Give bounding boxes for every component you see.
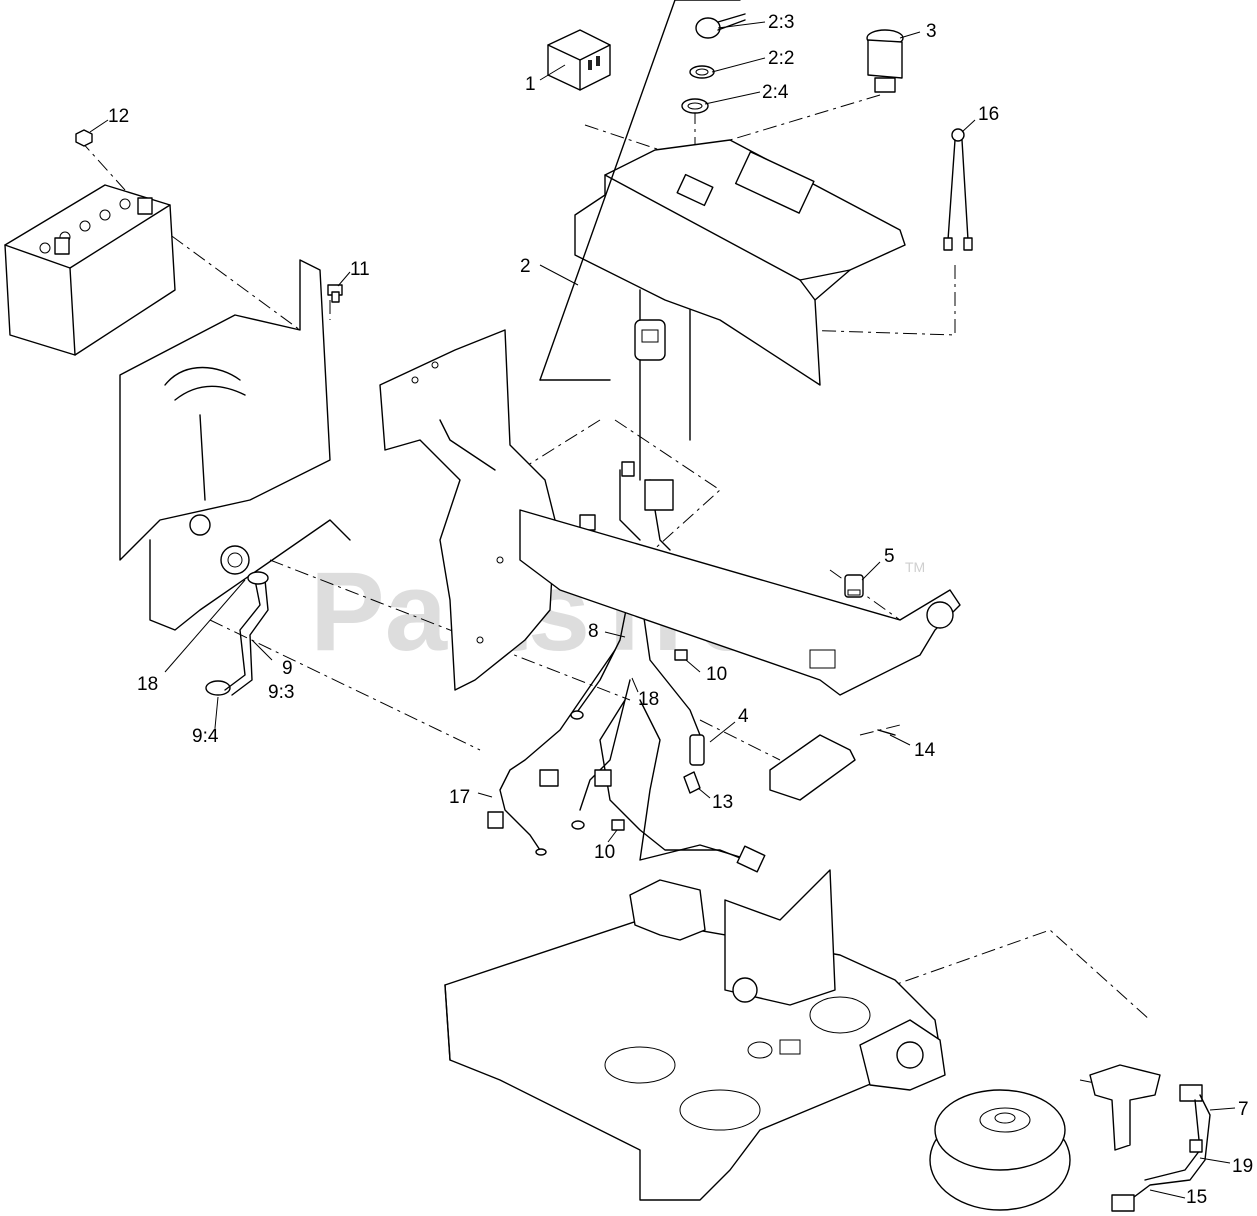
- callout-2-2: 2:2: [768, 48, 794, 69]
- callout-2-4: 2:4: [762, 82, 789, 103]
- ignition-connector: [634, 319, 666, 361]
- callout-3: 3: [926, 21, 937, 42]
- callout-17: 17: [449, 787, 470, 808]
- key: [695, 13, 746, 39]
- callout-15: 15: [1186, 1187, 1207, 1208]
- callout-13: 13: [712, 792, 733, 813]
- callout-18-center: 18: [638, 689, 659, 710]
- bolt-11: [327, 284, 343, 303]
- callout-10-lower: 10: [594, 842, 615, 863]
- clutch-harness: [1111, 1084, 1211, 1212]
- callout-1: 1: [525, 74, 536, 95]
- callout-16: 16: [978, 104, 999, 125]
- clutch-bracket: [1089, 1064, 1161, 1151]
- center-frame-plate: [379, 329, 556, 691]
- callout-19: 19: [1232, 1156, 1253, 1177]
- callout-14: 14: [914, 740, 936, 761]
- watermark-trademark: TM: [905, 559, 925, 575]
- callout-8: 8: [588, 621, 599, 642]
- left-frame: [119, 259, 351, 631]
- callouts: 1 2 2:3 2:2 2:4 3 4 5 7 8 9 9:3 9:4 10 1…: [108, 12, 1253, 1208]
- callout-12: 12: [108, 106, 129, 127]
- callout-11: 11: [350, 259, 370, 280]
- switch-nut: [689, 65, 715, 79]
- callout-9-3: 9:3: [268, 682, 294, 703]
- interlock-bracket: [769, 729, 896, 801]
- callout-2: 2: [520, 256, 531, 277]
- callout-10-upper: 10: [706, 664, 727, 685]
- callout-9-4: 9:4: [192, 726, 219, 747]
- battery: [4, 184, 176, 356]
- callout-18-left: 18: [137, 674, 158, 695]
- battery-cable: [205, 571, 269, 696]
- nut-12: [75, 129, 93, 147]
- pto-clutch: [929, 1089, 1071, 1211]
- clip-13: [683, 771, 701, 794]
- bolt-10-lower: [611, 819, 625, 831]
- switch-washer: [681, 98, 709, 114]
- cross-frame: [519, 509, 961, 696]
- item-2-leader: [539, 0, 741, 381]
- callout-7: 7: [1238, 1099, 1249, 1120]
- seat-switch: [844, 574, 864, 598]
- callout-4: 4: [738, 706, 749, 727]
- callout-5: 5: [884, 546, 895, 567]
- callout-9: 9: [282, 658, 293, 679]
- pto-switch: [866, 29, 904, 93]
- bolt-10-upper: [674, 649, 688, 661]
- callout-2-3: 2:3: [768, 12, 794, 33]
- leader-lines: [89, 21, 1236, 1199]
- lead-wire: [943, 128, 973, 251]
- console-panel: [574, 139, 906, 481]
- hour-meter: [547, 29, 611, 91]
- lower-frame: [444, 869, 946, 1201]
